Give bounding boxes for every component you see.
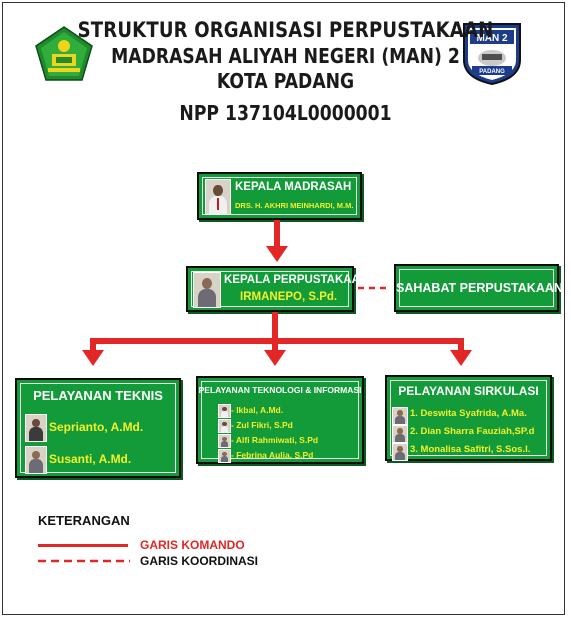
pelayanan-ti-title: PELAYANAN TEKNOLOGI & INFORMASI bbox=[198, 385, 362, 395]
page-frame bbox=[2, 2, 565, 615]
member-photo bbox=[218, 404, 231, 418]
member-photo bbox=[218, 419, 231, 433]
box-inner-border bbox=[191, 271, 349, 307]
pelayanan-ti-member-2: - Zul Fikri, S.Pd bbox=[231, 420, 293, 430]
arrow-head-center bbox=[264, 350, 286, 366]
kepala-madrasah-role: KEPALA MADRASAH bbox=[235, 181, 352, 193]
title-line-1: STRUKTUR ORGANISASI PERPUSTAKAAN bbox=[77, 18, 494, 42]
box-inner-border bbox=[201, 381, 359, 459]
pelayanan-teknis-member-1: Seprianto, A.Md. bbox=[49, 420, 144, 434]
command-branch-left bbox=[90, 338, 96, 352]
member-photo bbox=[392, 425, 408, 443]
pelayanan-sirkulasi-box: PELAYANAN SIRKULASI 1. Deswita Syafrida,… bbox=[385, 375, 552, 461]
kepala-perpustakaan-name: IRMANEPO, S.Pd. bbox=[240, 291, 338, 303]
legend-title: KETERANGAN bbox=[38, 513, 130, 528]
kepala-madrasah-box: KEPALA MADRASAH DRS. H. AKHRI MEINHARDI,… bbox=[197, 172, 362, 220]
pelayanan-sirkulasi-member-2: 2. Dian Sharra Fauziah,SP.d bbox=[410, 426, 535, 437]
man2-logo: MAN 2 PADANG bbox=[463, 23, 521, 86]
legend-command-line bbox=[38, 544, 128, 547]
pelayanan-teknis-title: PELAYANAN TEKNIS bbox=[33, 388, 163, 403]
coordination-line bbox=[358, 286, 390, 290]
logo-top-text: MAN 2 bbox=[476, 33, 508, 44]
box-inner-border bbox=[399, 269, 554, 307]
npp-number: NPP 137104L0000001 bbox=[179, 101, 392, 125]
box-inner-border bbox=[202, 177, 357, 215]
title-line-3: KOTA PADANG bbox=[216, 69, 355, 93]
command-branch-center bbox=[272, 338, 278, 352]
box-inner-border bbox=[20, 383, 176, 473]
pelayanan-ti-member-4: - Febrina Aulia, S.Pd bbox=[231, 450, 314, 460]
logo-bottom-text: PADANG bbox=[479, 69, 505, 75]
pelayanan-sirkulasi-member-3: 3. Monalisa Safitri, S.Sos.I. bbox=[410, 444, 531, 455]
command-line-2 bbox=[272, 312, 278, 342]
kepala-perpustakaan-box: KEPALA PERPUSTAKAAN IRMANEPO, S.Pd. bbox=[186, 266, 368, 312]
member-photo bbox=[25, 446, 47, 474]
member-photo bbox=[25, 414, 47, 442]
command-line-1 bbox=[274, 220, 280, 248]
legend-command-label: GARIS KOMANDO bbox=[140, 538, 245, 552]
pelayanan-sirkulasi-title: PELAYANAN SIRKULASI bbox=[398, 384, 539, 398]
pelayanan-ti-box: PELAYANAN TEKNOLOGI & INFORMASI - Ikbal,… bbox=[196, 376, 364, 464]
pelayanan-teknis-box: PELAYANAN TEKNIS Seprianto, A.Md. Susant… bbox=[15, 378, 181, 478]
arrow-head-right bbox=[450, 350, 472, 366]
member-photo bbox=[392, 407, 408, 425]
sahabat-perpustakaan-box: SAHABAT PERPUSTAKAAN bbox=[394, 264, 563, 312]
title-line-2: MADRASAH ALIYAH NEGERI (MAN) 2 bbox=[111, 44, 460, 68]
pelayanan-teknis-member-2: Susanti, A.Md. bbox=[49, 452, 132, 466]
pelayanan-ti-member-1: - Ikbal, A.Md. bbox=[231, 405, 284, 415]
pelayanan-ti-member-3: - Alfi Rahmiwati, S.Pd bbox=[231, 435, 319, 445]
kepala-perpustakaan-role: KEPALA PERPUSTAKAAN bbox=[224, 274, 369, 286]
member-photo bbox=[218, 449, 231, 463]
member-photo bbox=[218, 434, 231, 448]
sahabat-perpustakaan-role: SAHABAT PERPUSTAKAAN bbox=[396, 281, 563, 295]
box-inner-border bbox=[390, 380, 547, 456]
command-branch-right bbox=[458, 338, 464, 352]
kepala-madrasah-photo bbox=[205, 179, 231, 215]
pelayanan-sirkulasi-member-1: 1. Deswita Syafrida, A.Ma. bbox=[410, 408, 527, 419]
member-photo bbox=[392, 443, 408, 461]
kepala-madrasah-name: DRS. H. AKHRI MEINHARDI, M.M. bbox=[235, 201, 354, 210]
arrow-head-left bbox=[82, 350, 104, 366]
legend-coordination-line bbox=[38, 559, 130, 563]
legend-coordination-label: GARIS KOORDINASI bbox=[140, 554, 259, 568]
kemenag-logo bbox=[35, 26, 93, 81]
kepala-perpustakaan-photo bbox=[193, 272, 221, 308]
arrow-head-1 bbox=[266, 246, 288, 262]
